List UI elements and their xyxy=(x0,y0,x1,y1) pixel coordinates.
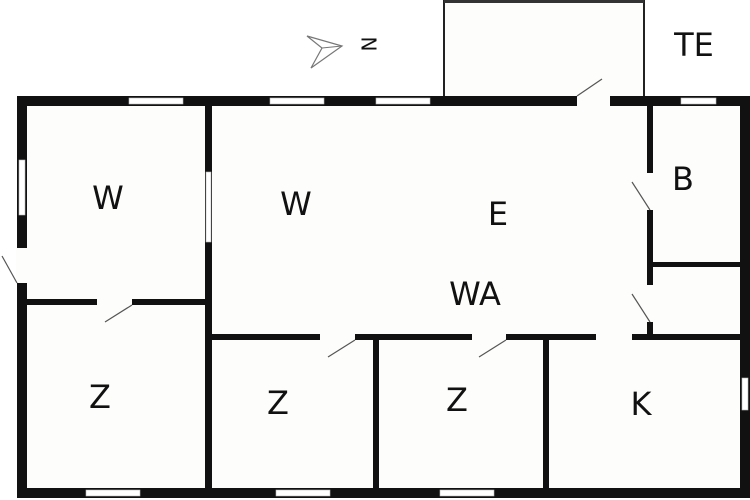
room-label-bedroom-3: Z xyxy=(446,381,468,419)
room-label-kitchen: K xyxy=(631,385,653,423)
doors xyxy=(1,78,654,358)
room-label-living-main: W xyxy=(280,185,312,223)
room-label-utility: WA xyxy=(449,275,501,313)
windows xyxy=(18,97,749,497)
room-label-bedroom-2: Z xyxy=(267,384,289,422)
room-label-bedroom-1: Z xyxy=(89,378,111,416)
terrace xyxy=(443,0,645,100)
room-label-terrace: TE xyxy=(673,26,714,64)
compass-icon: N xyxy=(306,35,381,69)
room-labels: TE W W E B WA Z Z Z K xyxy=(89,26,714,423)
floor xyxy=(22,101,745,493)
room-label-living-left: W xyxy=(92,179,124,217)
room-label-dining: E xyxy=(488,195,508,233)
compass-north-label: N xyxy=(357,37,381,52)
room-label-bathroom: B xyxy=(672,160,694,198)
